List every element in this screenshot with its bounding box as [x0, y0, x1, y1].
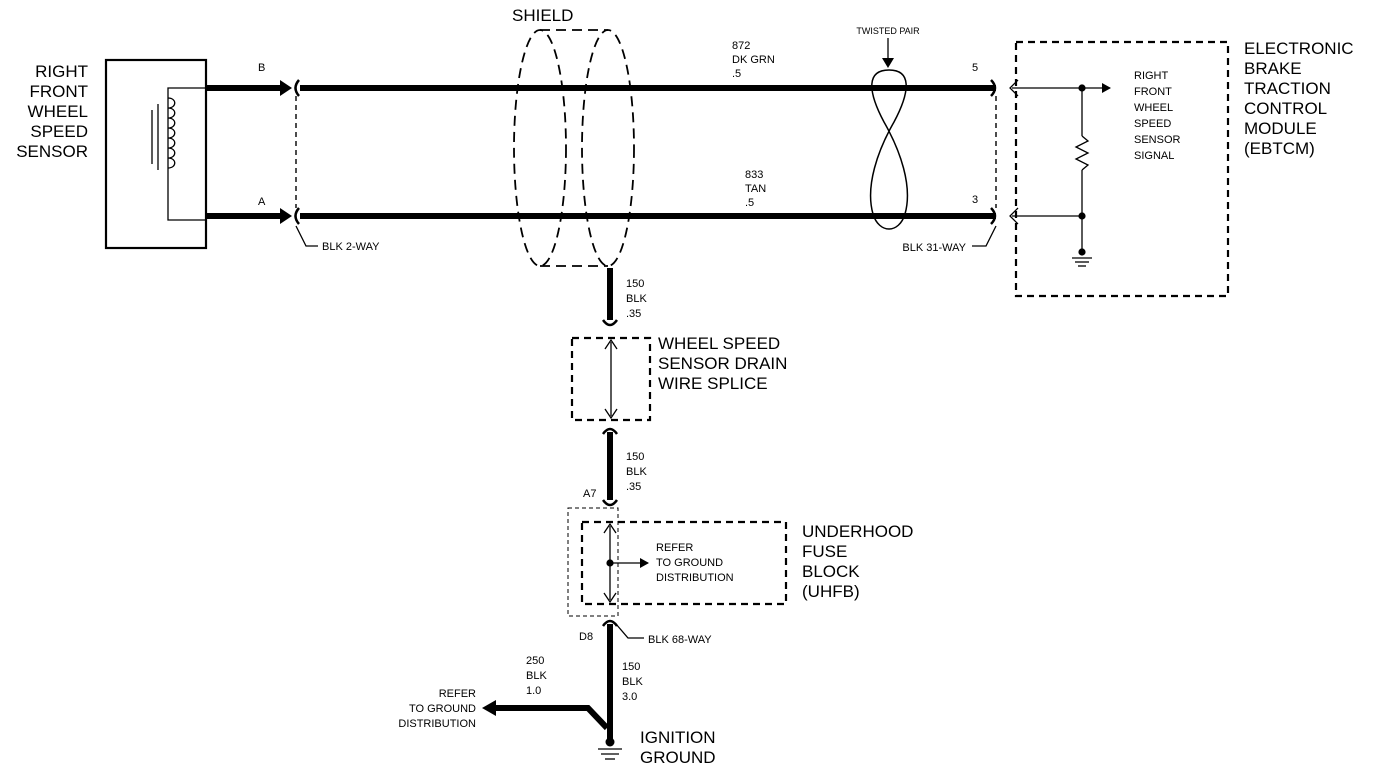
ebtcm-signal-4: SPEED: [1134, 118, 1171, 130]
sensor-label-1: RIGHT: [35, 62, 88, 81]
twisted-pair-label: TWISTED PAIR: [856, 26, 920, 36]
ground-refer-2: TO GROUND: [409, 703, 476, 715]
wire-833-color: TAN: [745, 183, 766, 195]
uhfb-label-2: FUSE: [802, 542, 847, 561]
blk-68-way-label: BLK 68-WAY: [648, 634, 712, 646]
ebtcm-label-2: BRAKE: [1244, 59, 1302, 78]
blk-31-way-connector: [972, 79, 1019, 247]
ignition-ground-label-2: GROUND: [640, 748, 716, 767]
ground-refer-3: DISTRIBUTION: [398, 718, 476, 730]
drain1-circuit: 150: [626, 278, 644, 290]
wire-872-color: DK GRN: [732, 54, 775, 66]
drain-wire-1: [601, 268, 619, 327]
ebtcm-signal-1: RIGHT: [1134, 70, 1169, 82]
pin-5: 5: [972, 62, 978, 74]
sensor-label-4: SPEED: [30, 122, 88, 141]
ignition-ground-label-1: IGNITION: [640, 728, 716, 747]
uhfb-refer-1: REFER: [656, 542, 693, 554]
wire-872-size: .5: [732, 68, 741, 80]
splice-label-3: WIRE SPLICE: [658, 374, 768, 393]
ebtcm-signal-5: SENSOR: [1134, 134, 1181, 146]
uhfb-refer-2: TO GROUND: [656, 557, 723, 569]
ground-size: 3.0: [622, 691, 637, 703]
branch-circuit: 250: [526, 655, 544, 667]
drain2-circuit: 150: [626, 451, 644, 463]
pin-b: B: [258, 62, 265, 74]
blk-31-way-label: BLK 31-WAY: [902, 242, 966, 254]
ebtcm-label-4: CONTROL: [1244, 99, 1327, 118]
drain1-color: BLK: [626, 293, 647, 305]
twisted-pair-symbol: [869, 38, 909, 230]
pin-a7: A7: [583, 488, 596, 500]
ebtcm-signal-2: FRONT: [1134, 86, 1172, 98]
ground-circuit: 150: [622, 661, 640, 673]
ebtcm-signal-3: WHEEL: [1134, 102, 1173, 114]
wire-833-size: .5: [745, 197, 754, 209]
ground-refer-1: REFER: [439, 688, 476, 700]
uhfb-label-4: (UHFB): [802, 582, 860, 601]
drain2-size: .35: [626, 481, 641, 493]
branch-size: 1.0: [526, 685, 541, 697]
branch-color: BLK: [526, 670, 547, 682]
drain-wire-2: [601, 427, 619, 507]
uhfb-label-3: BLOCK: [802, 562, 860, 581]
sensor-leads: [205, 80, 292, 224]
ebtcm-label-3: TRACTION: [1244, 79, 1331, 98]
ebtcm-label-5: MODULE: [1244, 119, 1317, 138]
pin-d8: D8: [579, 631, 593, 643]
sensor-label-5: SENSOR: [16, 142, 88, 161]
blk-2-way-connector: [294, 79, 318, 247]
shield: [513, 29, 635, 267]
ebtcm-label-6: (EBTCM): [1244, 139, 1315, 158]
ground-wire: [482, 619, 622, 760]
ebtcm-label-1: ELECTRONIC: [1244, 39, 1354, 58]
wheel-speed-sensor: [104, 58, 208, 250]
wire-833-circuit: 833: [745, 169, 763, 181]
sensor-label-3: WHEEL: [28, 102, 88, 121]
wire-872-circuit: 872: [732, 40, 750, 52]
pin-3: 3: [972, 194, 978, 206]
drain1-size: .35: [626, 308, 641, 320]
uhfb-label-1: UNDERHOOD: [802, 522, 913, 541]
blk-2-way-label: BLK 2-WAY: [322, 241, 380, 253]
shield-label: SHIELD: [512, 6, 573, 25]
underhood-fuse-block: [567, 507, 788, 639]
drain2-color: BLK: [626, 466, 647, 478]
ebtcm-signal-6: SIGNAL: [1134, 150, 1174, 162]
splice-label-1: WHEEL SPEED: [658, 334, 780, 353]
ebtcm-module: [1012, 40, 1230, 298]
ground-color: BLK: [622, 676, 643, 688]
drain-wire-splice: [570, 336, 652, 422]
splice-label-2: SENSOR DRAIN: [658, 354, 787, 373]
pin-a: A: [258, 196, 266, 208]
sensor-label-2: FRONT: [29, 82, 88, 101]
uhfb-refer-3: DISTRIBUTION: [656, 572, 734, 584]
